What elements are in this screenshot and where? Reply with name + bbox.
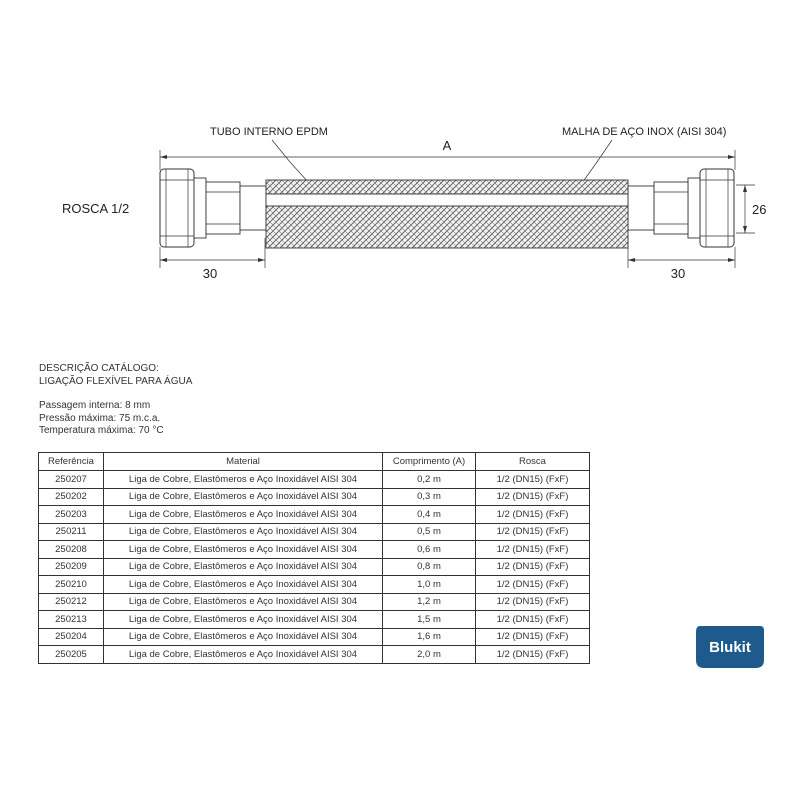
cell-comprimento: 1,0 m	[382, 575, 476, 594]
cell-comprimento: 1,5 m	[382, 610, 476, 629]
cell-material: Liga de Cobre, Elastômeros e Aço Inoxidá…	[103, 645, 383, 664]
dimension-height: 26	[736, 184, 766, 234]
right-nut	[627, 168, 735, 248]
header-referencia: Referência	[38, 452, 104, 471]
cell-rosca: 1/2 (DN15) (FxF)	[475, 575, 590, 594]
cell-referencia: 250212	[38, 592, 104, 611]
cell-referencia: 250205	[38, 645, 104, 664]
header-comprimento: Comprimento (A)	[382, 452, 476, 471]
cell-rosca: 1/2 (DN15) (FxF)	[475, 610, 590, 629]
catalog-description: DESCRIÇÃO CATÁLOGO: LIGAÇÃO FLEXÍVEL PAR…	[39, 363, 192, 438]
cell-referencia: 250211	[38, 522, 104, 541]
cell-rosca: 1/2 (DN15) (FxF)	[475, 487, 590, 506]
cell-rosca: 1/2 (DN15) (FxF)	[475, 592, 590, 611]
cell-comprimento: 0,2 m	[382, 470, 476, 489]
callout-malha-aco: MALHA DE AÇO INOX (AISI 304)	[562, 126, 726, 138]
dimension-a-label: A	[443, 138, 452, 153]
cell-rosca: 1/2 (DN15) (FxF)	[475, 540, 590, 559]
rosca-label: ROSCA 1/2	[62, 201, 129, 216]
cell-comprimento: 1,2 m	[382, 592, 476, 611]
cell-referencia: 250209	[38, 557, 104, 576]
table-header-row: Referência Material Comprimento (A) Rosc…	[38, 452, 590, 471]
cell-referencia: 250208	[38, 540, 104, 559]
cell-referencia: 250210	[38, 575, 104, 594]
product-table: Referência Material Comprimento (A) Rosc…	[38, 452, 590, 664]
cell-material: Liga de Cobre, Elastômeros e Aço Inoxidá…	[103, 575, 383, 594]
cell-material: Liga de Cobre, Elastômeros e Aço Inoxidá…	[103, 610, 383, 629]
header-material: Material	[103, 452, 383, 471]
cell-rosca: 1/2 (DN15) (FxF)	[475, 505, 590, 524]
cell-comprimento: 0,6 m	[382, 540, 476, 559]
cell-rosca: 1/2 (DN15) (FxF)	[475, 645, 590, 664]
spec-passagem: Passagem interna: 8 mm	[39, 400, 151, 411]
cell-comprimento: 0,4 m	[382, 505, 476, 524]
dimension-a: A	[159, 138, 736, 170]
spec-temperatura: Temperatura máxima: 70 °C	[39, 425, 164, 436]
cell-material: Liga de Cobre, Elastômeros e Aço Inoxidá…	[103, 540, 383, 559]
cell-comprimento: 2,0 m	[382, 645, 476, 664]
dimension-right: 30	[627, 238, 736, 281]
header-rosca: Rosca	[475, 452, 590, 471]
dimension-right-label: 30	[671, 266, 685, 281]
dimension-left-label: 30	[203, 266, 217, 281]
cell-material: Liga de Cobre, Elastômeros e Aço Inoxidá…	[103, 505, 383, 524]
cell-rosca: 1/2 (DN15) (FxF)	[475, 557, 590, 576]
logo-text: Blukit	[709, 639, 751, 656]
cell-comprimento: 0,3 m	[382, 487, 476, 506]
cell-comprimento: 1,6 m	[382, 627, 476, 646]
cell-referencia: 250203	[38, 505, 104, 524]
cell-material: Liga de Cobre, Elastômeros e Aço Inoxidá…	[103, 557, 383, 576]
cell-comprimento: 0,8 m	[382, 557, 476, 576]
left-nut	[159, 168, 267, 248]
cell-material: Liga de Cobre, Elastômeros e Aço Inoxidá…	[103, 487, 383, 506]
blukit-logo: Blukit	[696, 626, 764, 668]
description-subtitle: LIGAÇÃO FLEXÍVEL PARA ÁGUA	[39, 375, 193, 387]
hose-technical-drawing: A TUBO INTERNO EPDM MALHA DE AÇO INOX (A…	[62, 126, 766, 281]
cell-rosca: 1/2 (DN15) (FxF)	[475, 522, 590, 541]
cell-referencia: 250207	[38, 470, 104, 489]
callout-tubo-interno: TUBO INTERNO EPDM	[210, 126, 328, 138]
cell-material: Liga de Cobre, Elastômeros e Aço Inoxidá…	[103, 592, 383, 611]
cell-material: Liga de Cobre, Elastômeros e Aço Inoxidá…	[103, 470, 383, 489]
cell-rosca: 1/2 (DN15) (FxF)	[475, 627, 590, 646]
dimension-left: 30	[159, 238, 266, 281]
description-title: DESCRIÇÃO CATÁLOGO:	[39, 363, 159, 374]
cell-comprimento: 0,5 m	[382, 522, 476, 541]
cell-material: Liga de Cobre, Elastômeros e Aço Inoxidá…	[103, 627, 383, 646]
cell-referencia: 250202	[38, 487, 104, 506]
hose-body	[265, 179, 629, 249]
dimension-height-label: 26	[752, 202, 766, 217]
cell-referencia: 250204	[38, 627, 104, 646]
spec-pressao: Pressão máxima: 75 m.c.a.	[39, 412, 161, 424]
cell-material: Liga de Cobre, Elastômeros e Aço Inoxidá…	[103, 522, 383, 541]
cell-referencia: 250213	[38, 610, 104, 629]
cell-rosca: 1/2 (DN15) (FxF)	[475, 470, 590, 489]
